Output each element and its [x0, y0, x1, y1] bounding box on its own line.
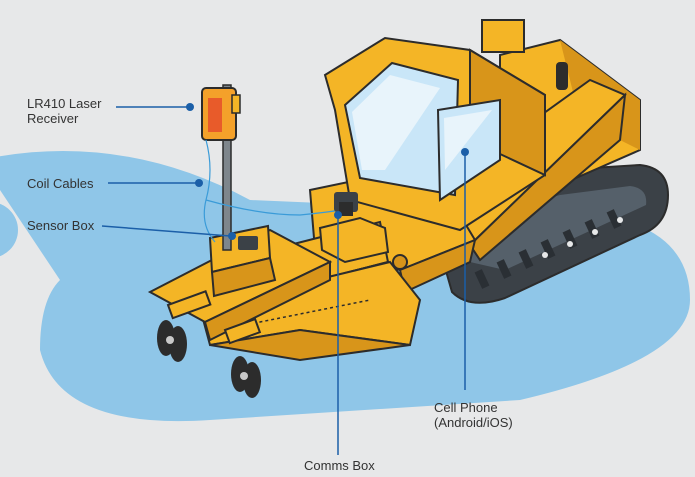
- label-cell-phone-line-1: Cell Phone: [434, 400, 498, 415]
- callout-dots: [186, 103, 469, 240]
- label-cell-phone-line-2: (Android/iOS): [434, 415, 513, 430]
- laser-mast: [222, 84, 232, 251]
- label-laser-receiver-line-1: LR410 Laser: [27, 96, 102, 111]
- laser-receiver-device: [201, 87, 241, 141]
- callout-lines: [101, 106, 466, 455]
- coil-cable: [203, 139, 341, 243]
- caster-wheels: [157, 320, 261, 398]
- label-sensor-box: Sensor Box: [27, 218, 95, 233]
- label-coil-cables: Coil Cables: [27, 176, 94, 191]
- label-laser-receiver: LR410 Laser Receiver: [27, 96, 101, 126]
- label-comms-box: Comms Box: [304, 458, 375, 473]
- machine-body: [308, 19, 641, 294]
- label-laser-receiver-line-2: Receiver: [27, 111, 79, 126]
- label-cell-phone: Cell Phone (Android/iOS): [434, 400, 513, 430]
- comms-box: [318, 192, 390, 264]
